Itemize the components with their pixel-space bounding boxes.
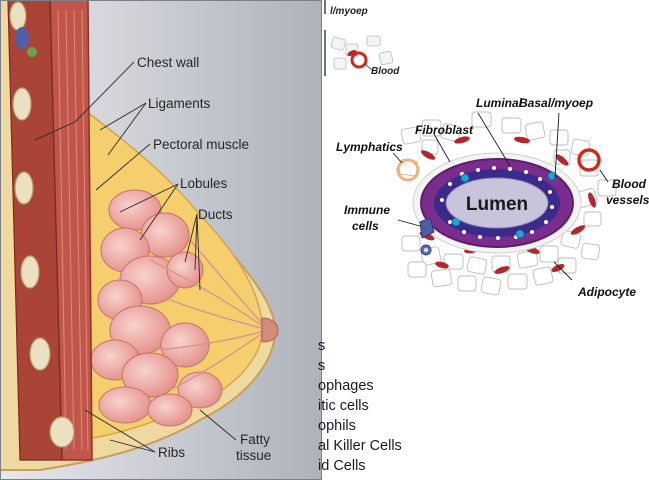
list-item: id Cells bbox=[318, 456, 498, 476]
label-adipocyte: Adipocyte bbox=[577, 285, 636, 299]
top-fragment-label-myoep: l/myoep bbox=[330, 6, 368, 17]
breast-anatomy-panel: Chest wall Ligaments Pectoral muscle Lob… bbox=[0, 0, 322, 480]
cell-type-list: s s ophages itic cells ophils al Killer … bbox=[318, 336, 498, 476]
vessel-blue bbox=[15, 27, 29, 49]
label-fatty-tissue-1: Fatty bbox=[240, 432, 270, 447]
label-pectoral-muscle: Pectoral muscle bbox=[153, 137, 249, 152]
label-lobules: Lobules bbox=[180, 176, 228, 191]
lymph-node-green bbox=[27, 47, 37, 57]
duct-cross-section-panel: l/myoep Blood bbox=[322, 0, 649, 330]
list-item: itic cells bbox=[318, 396, 498, 416]
label-lymphatics: Lymphatics bbox=[336, 140, 403, 154]
list-item: s bbox=[318, 356, 498, 376]
label-fatty-tissue-2: tissue bbox=[236, 448, 271, 463]
label-lumen: Lumen bbox=[466, 194, 528, 215]
label-immune-1: Immune bbox=[344, 203, 390, 217]
list-item: s bbox=[318, 336, 498, 356]
label-ribs: Ribs bbox=[158, 445, 185, 460]
list-item: al Killer Cells bbox=[318, 436, 498, 456]
list-item: ophages bbox=[318, 376, 498, 396]
label-blood-1: Blood bbox=[612, 177, 647, 191]
label-fibroblast: Fibroblast bbox=[415, 123, 474, 137]
label-ducts: Ducts bbox=[198, 207, 233, 222]
top-fragment: l/myoep Blood bbox=[325, 0, 400, 77]
list-item: ophils bbox=[318, 416, 498, 436]
label-ligaments: Ligaments bbox=[148, 96, 211, 111]
label-immune-2: cells bbox=[352, 219, 379, 233]
duct-cross-section-diagram: l/myoep Blood bbox=[322, 0, 649, 330]
label-chest-wall: Chest wall bbox=[137, 55, 199, 70]
label-basal-myoep: Basal/myoep bbox=[519, 96, 593, 110]
top-fragment-label-blood: Blood bbox=[371, 66, 400, 77]
breast-anatomy-diagram: Chest wall Ligaments Pectoral muscle Lob… bbox=[0, 0, 322, 480]
label-blood-2: vessels bbox=[606, 193, 649, 207]
label-luminal: Luminal bbox=[476, 96, 523, 110]
